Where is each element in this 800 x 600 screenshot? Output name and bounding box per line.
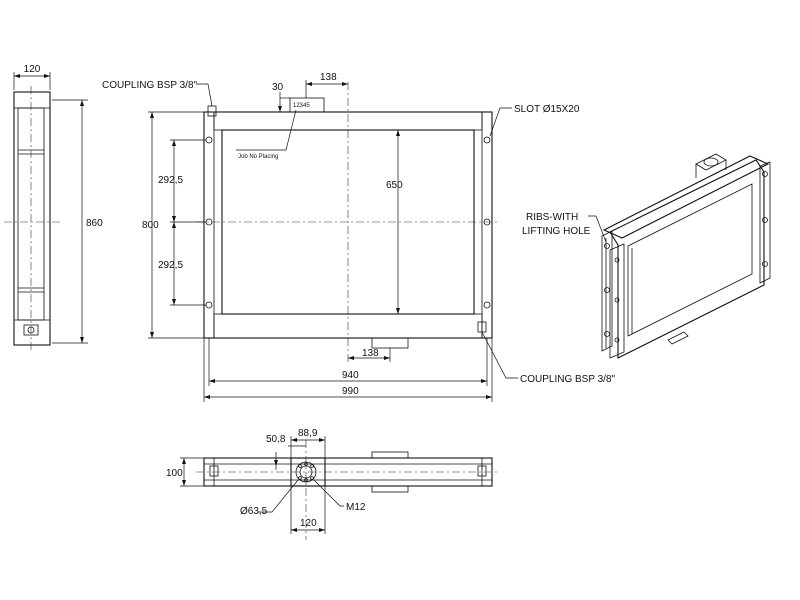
- ribs-label-line2: LIFTING HOLE: [522, 226, 591, 237]
- offset-30-label: 30: [272, 82, 284, 93]
- width-940-label: 940: [342, 370, 359, 381]
- offset-88-label: 88,9: [298, 428, 318, 439]
- offset-138-top-label: 138: [320, 72, 337, 83]
- job-no-plate: [289, 97, 325, 113]
- height-800-label: 800: [142, 220, 159, 231]
- side-width-label: 120: [24, 64, 41, 75]
- spacing-lower-label: 292,5: [158, 260, 183, 271]
- offset-138-bottom-label: 138: [362, 348, 379, 359]
- width-990-label: 990: [342, 386, 359, 397]
- rib-hole-icon: [614, 337, 620, 343]
- rib-hole-icon: [604, 243, 610, 249]
- bottom-view: 50,8 88,9 100 Ø63,5 M12 120: [166, 428, 500, 540]
- rib-hole-icon: [762, 171, 768, 177]
- iso-bottom-outlet: [667, 331, 689, 345]
- mount-hole-icon: [205, 136, 213, 144]
- rib-hole-icon: [604, 331, 610, 337]
- side-height-label: 860: [86, 218, 103, 229]
- mount-hole-icon: [483, 136, 491, 144]
- thread-label: M12: [346, 502, 366, 513]
- flange-dia-label: Ø63,5: [240, 506, 268, 517]
- side-view-body: [13, 91, 51, 346]
- rib-hole-icon: [614, 257, 620, 263]
- iso-top-outlet: [695, 153, 727, 171]
- slot-label: SLOT Ø15X20: [514, 104, 580, 115]
- job-no-label: Job No Placing: [238, 154, 278, 160]
- bottom-outlet: [371, 337, 409, 349]
- rib-hole-icon: [604, 287, 610, 293]
- iso-top-face: [602, 155, 770, 239]
- flange-width-label: 120: [300, 518, 317, 529]
- spacing-upper-label: 292,5: [158, 175, 183, 186]
- offset-50-label: 50,8: [266, 434, 286, 445]
- coupling-top-label: COUPLING BSP 3/8": [102, 80, 198, 91]
- core-height-label: 650: [386, 180, 403, 191]
- rib-hole-icon: [762, 261, 768, 267]
- coupling-bottom-label: COUPLING BSP 3/8": [520, 374, 616, 385]
- rib-hole-icon: [614, 297, 620, 303]
- front-view: 12345 800 292,5: [102, 72, 616, 402]
- front-view-frame: [203, 111, 493, 339]
- mount-hole-icon: [205, 301, 213, 309]
- rib-hole-icon: [762, 217, 768, 223]
- coupling-top-icon: [207, 105, 217, 117]
- job-no-plate-text: 12345: [293, 103, 310, 109]
- mount-hole-icon: [483, 301, 491, 309]
- ribs-label-line1: RIBS-WITH: [526, 212, 578, 223]
- side-view: 120 860: [4, 64, 103, 350]
- depth-label: 100: [166, 468, 183, 479]
- iso-front-face: [609, 159, 765, 359]
- isometric-view: RIBS-WITH LIFTING HOLE: [522, 153, 771, 359]
